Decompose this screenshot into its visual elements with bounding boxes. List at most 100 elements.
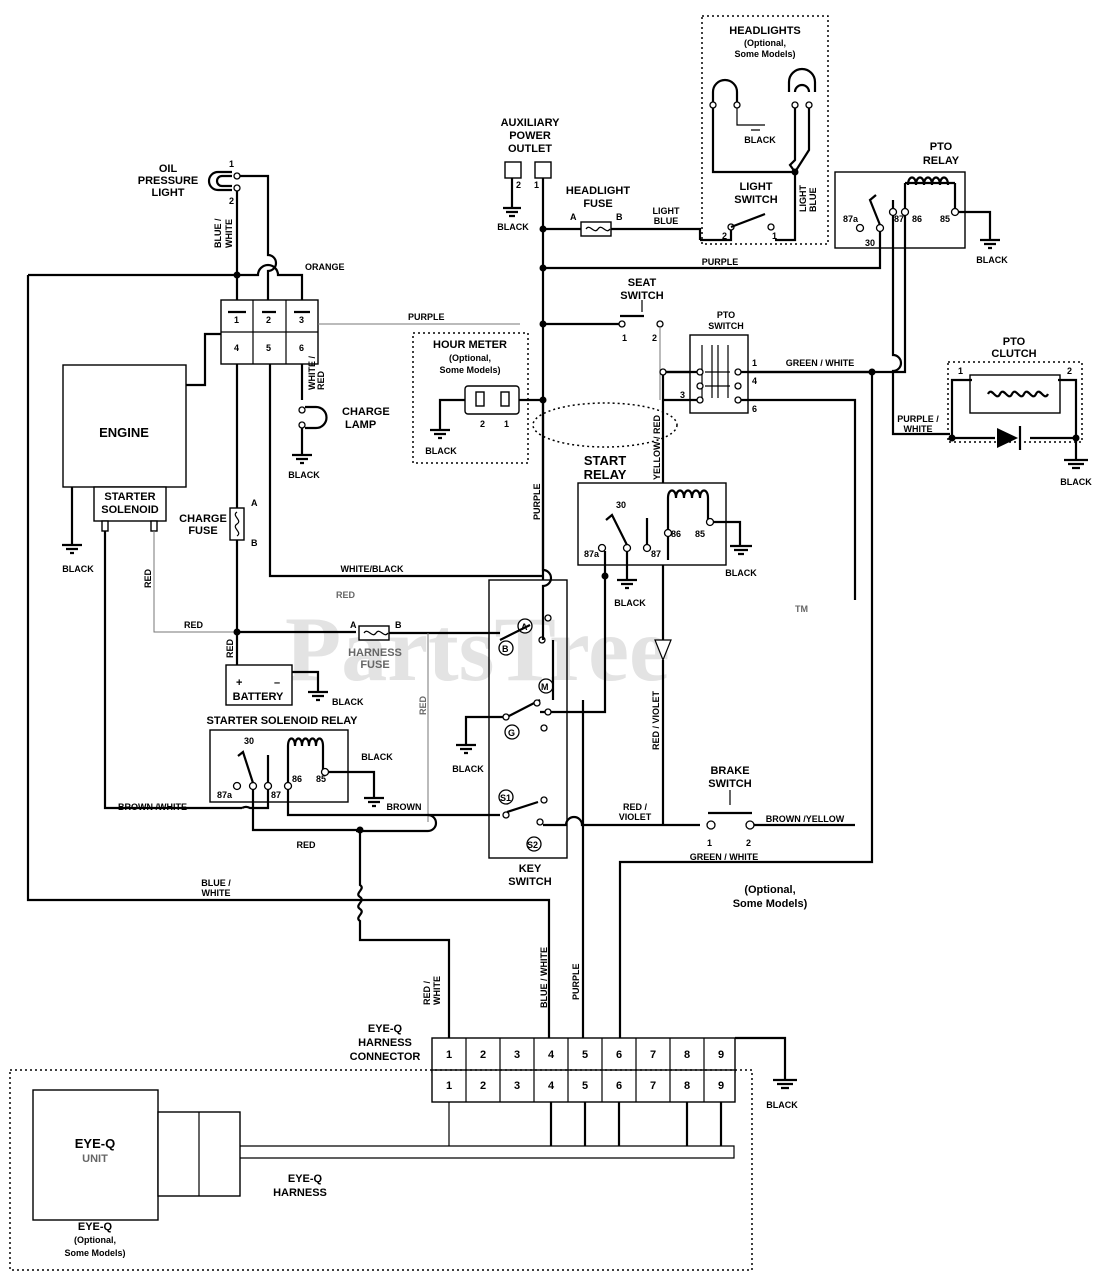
svg-text:BLUE: BLUE [808,188,818,213]
svg-text:LIGHT: LIGHT [152,187,185,199]
headlight-fuse: HEADLIGHT FUSE A B LIGHT BLUE [539,185,702,240]
svg-text:PURPLE: PURPLE [408,312,445,322]
svg-text:SOLENOID: SOLENOID [101,504,159,516]
connector-pin-bottom: 7 [650,1080,656,1092]
svg-text:6: 6 [752,404,757,414]
seat-switch: SEAT SWITCH 1 2 [539,277,664,400]
svg-text:RED / VIOLET: RED / VIOLET [651,690,661,750]
svg-text:BLUE: BLUE [654,216,679,226]
battery: BATTERY + – BLACK RED [225,630,364,707]
svg-text:5: 5 [266,343,271,353]
hour-meter: HOUR METER (Optional, Some Models) 2 1 B… [412,332,547,464]
svg-text:B: B [502,644,509,654]
svg-text:FUSE: FUSE [583,198,612,210]
svg-text:RED: RED [296,840,316,850]
svg-text:UNIT: UNIT [82,1153,108,1165]
headlights: HEADLIGHTS (Optional, Some Models) BLACK… [701,15,829,245]
brake-switch: BRAKE SWITCH 1 2 BROWN /YELLOW GREEN / W… [690,765,855,910]
svg-text:KEY: KEY [519,863,542,875]
svg-text:S2: S2 [527,840,538,850]
svg-text:1: 1 [772,231,777,241]
svg-text:GREEN / WHITE: GREEN / WHITE [690,852,759,862]
svg-text:(Optional,: (Optional, [744,884,795,896]
connector-pin-bottom: 4 [548,1080,555,1092]
svg-text:87: 87 [271,790,281,800]
svg-text:RED: RED [143,568,153,588]
svg-text:30: 30 [865,238,875,248]
svg-text:LIGHT: LIGHT [798,185,808,212]
svg-text:1: 1 [504,419,509,429]
svg-text:87: 87 [894,214,904,224]
svg-text:Some Models): Some Models) [733,898,808,910]
svg-text:PTO: PTO [930,141,953,153]
svg-text:2: 2 [229,196,234,206]
svg-text:PURPLE /: PURPLE / [897,414,939,424]
svg-text:BLACK: BLACK [332,697,364,707]
svg-text:1: 1 [707,838,712,848]
svg-text:HEADLIGHT: HEADLIGHT [566,185,630,197]
svg-text:BLACK: BLACK [766,1100,798,1110]
svg-text:GREEN / WHITE: GREEN / WHITE [786,358,855,368]
svg-text:2: 2 [516,180,521,190]
svg-text:Some Models): Some Models) [64,1248,125,1258]
svg-text:BLACK: BLACK [452,764,484,774]
purple-down-wire [551,640,585,1040]
svg-text:TM: TM [795,604,808,614]
engine-connector: 1 2 3 4 5 6 WHITE / RED PURPLE [186,299,543,578]
svg-text:BLACK: BLACK [62,564,94,574]
connector-pin-top: 3 [514,1049,520,1061]
svg-text:AUXILIARY: AUXILIARY [501,117,561,129]
connector-pin-bottom: 3 [514,1080,520,1092]
svg-text:RELAY: RELAY [923,155,960,167]
pto-switch: PTO SWITCH 1 4 3 6 GREEN / WHITE [618,310,876,1040]
eyeq-harness-connector: EYE-Q HARNESS CONNECTOR BLACK 1122334455… [350,1023,798,1146]
svg-text:1: 1 [234,315,239,325]
purple-down-label: PURPLE [571,963,581,1000]
svg-text:HEADLIGHTS: HEADLIGHTS [729,25,801,37]
svg-text:CHARGE: CHARGE [179,513,227,525]
svg-text:EYE-Q: EYE-Q [288,1173,323,1185]
svg-text:WHITE/BLACK: WHITE/BLACK [341,564,404,574]
svg-text:BLACK: BLACK [744,135,776,145]
svg-text:FUSE: FUSE [188,525,217,537]
svg-text:BLACK: BLACK [425,446,457,456]
svg-text:HARNESS: HARNESS [358,1037,412,1049]
svg-text:BRAKE: BRAKE [710,765,749,777]
svg-text:BROWN: BROWN [387,802,422,812]
svg-text:BLACK: BLACK [976,255,1008,265]
svg-text:FUSE: FUSE [360,659,389,671]
charge-fuse: CHARGE FUSE A B RED [179,498,258,665]
svg-text:2: 2 [480,419,485,429]
svg-text:1: 1 [534,180,539,190]
connector-pin-bottom: 9 [718,1080,724,1092]
svg-text:HARNESS: HARNESS [348,647,402,659]
svg-text:87a: 87a [584,549,600,559]
svg-text:BLUE /: BLUE / [213,218,223,248]
svg-text:BROWN /YELLOW: BROWN /YELLOW [766,814,845,824]
svg-text:SWITCH: SWITCH [708,778,751,790]
trunk-wire [541,400,553,640]
eyeq-unit: EYE-Q UNIT EYE-Q HARNESS EYE-Q (Optional… [9,1069,753,1271]
svg-text:WHITE: WHITE [904,424,933,434]
svg-text:87a: 87a [217,790,233,800]
svg-text:EYE-Q: EYE-Q [78,1221,113,1233]
svg-text:PTO: PTO [1003,336,1026,348]
svg-text:4: 4 [752,376,757,386]
svg-text:RED: RED [336,590,356,600]
svg-text:PartsTree: PartsTree [285,598,670,700]
connector-pin-bottom: 1 [446,1080,452,1092]
connector-pin-bottom: 2 [480,1080,486,1092]
svg-text:85: 85 [940,214,950,224]
connector-pin-top: 9 [718,1049,724,1061]
charge-lamp: CHARGE LAMP BLACK [288,405,390,480]
svg-text:S1: S1 [500,793,511,803]
connector-pin-top: 8 [684,1049,690,1061]
svg-text:SWITCH: SWITCH [708,321,744,331]
svg-text:YELLOW / RED: YELLOW / RED [652,415,662,481]
light-switch: LIGHT SWITCH 2 1 [700,181,778,242]
key-switch: KEY SWITCH B A M G BLACK S1 S2 RED / VIO… [452,579,700,888]
connector-pin-top: 7 [650,1049,656,1061]
connector-pin-bottom: 6 [616,1080,622,1092]
svg-text:BATTERY: BATTERY [233,691,284,703]
